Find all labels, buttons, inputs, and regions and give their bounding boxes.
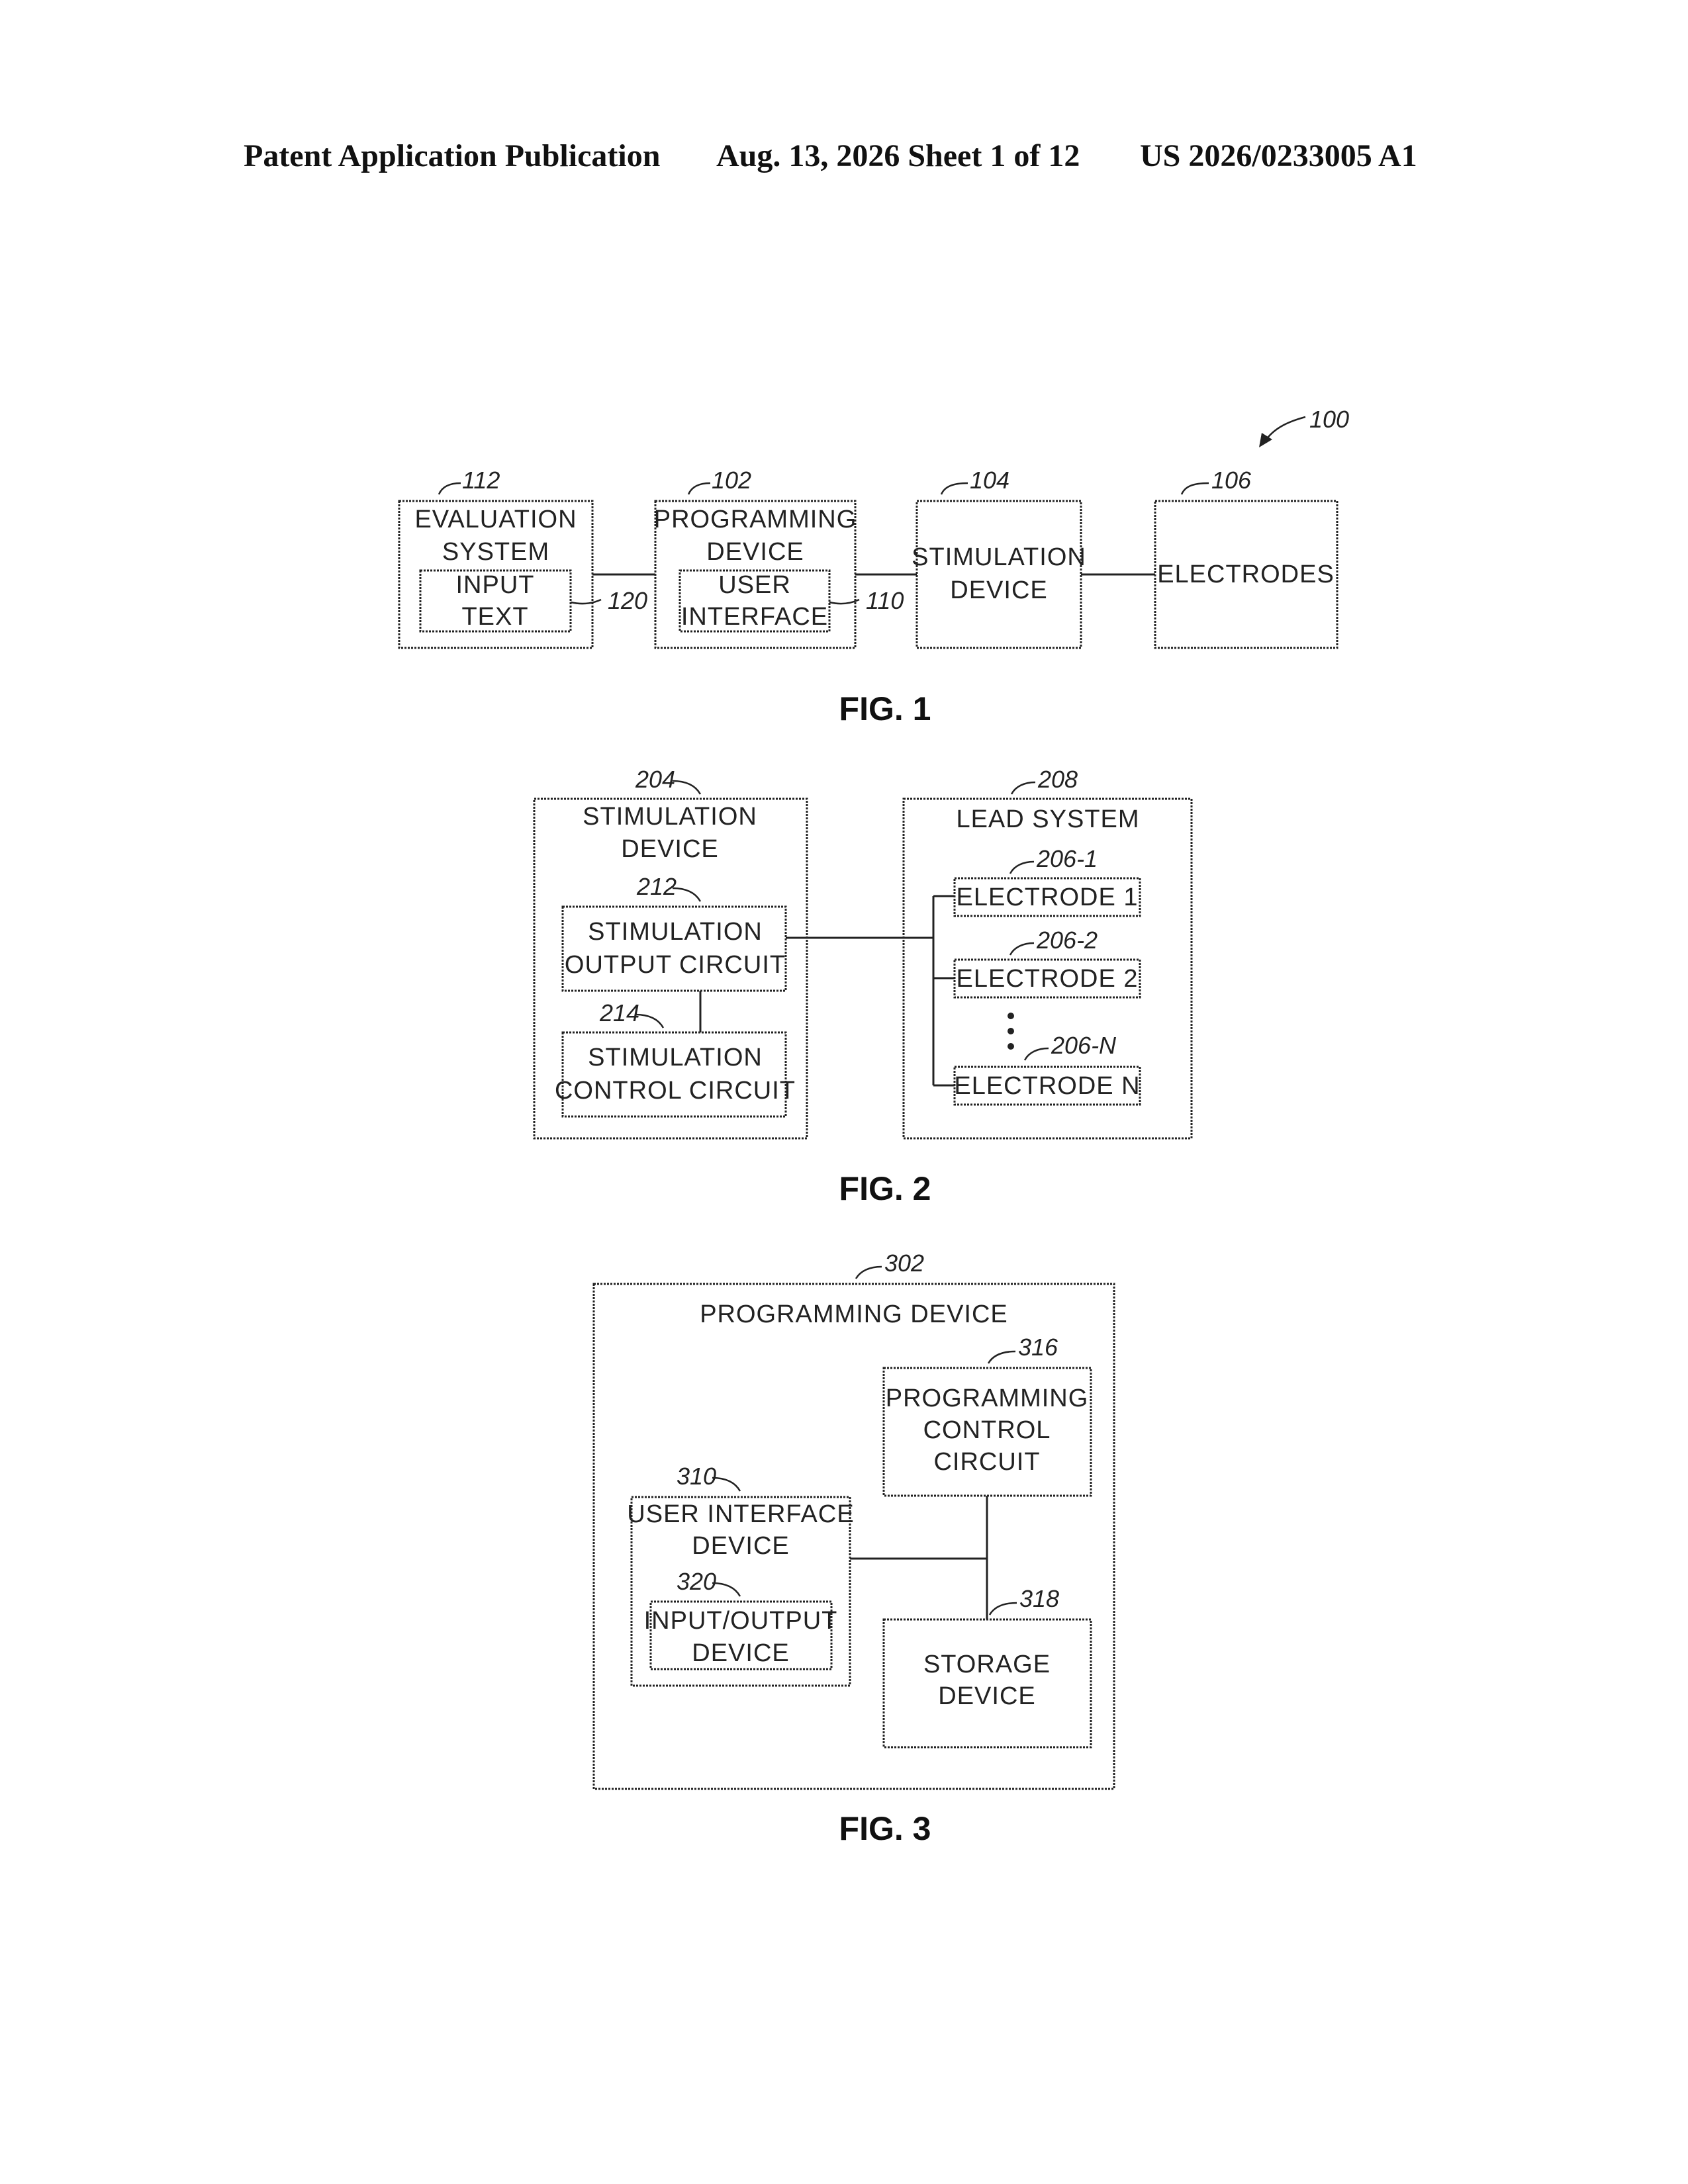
- fig3-caption: FIG. 3: [839, 1810, 931, 1847]
- evaluation-system-label-1: EVALUATION: [414, 506, 577, 533]
- ref-320: 320: [677, 1568, 716, 1595]
- ref-100-arrow: [1264, 417, 1305, 442]
- ref-106: 106: [1211, 467, 1252, 494]
- stimulation-control-circuit-label-1: STIMULATION: [588, 1044, 763, 1071]
- stimulation-device-box: [917, 501, 1081, 648]
- input-output-device-label-2: DEVICE: [692, 1639, 789, 1667]
- fig3-programming-device-label: PROGRAMMING DEVICE: [700, 1300, 1008, 1328]
- ref-104: 104: [970, 467, 1009, 494]
- ref-208-leader: [1011, 782, 1035, 794]
- lead-system-label: LEAD SYSTEM: [956, 805, 1139, 833]
- ref-112-leader: [439, 483, 461, 494]
- storage-device-label-2: DEVICE: [938, 1682, 1035, 1710]
- ref-204-leader: [673, 781, 700, 794]
- fig1-caption: FIG. 1: [839, 690, 931, 727]
- stimulation-control-circuit-label-2: CONTROL CIRCUIT: [555, 1077, 796, 1105]
- stimulation-output-circuit-label-1: STIMULATION: [588, 918, 763, 946]
- ref-302-leader: [856, 1267, 882, 1279]
- ref-206-2-leader: [1010, 943, 1034, 955]
- programming-control-circuit-label-1: PROGRAMMING: [886, 1385, 1089, 1412]
- ref-206-1: 206-1: [1036, 845, 1098, 872]
- ref-112: 112: [462, 467, 500, 494]
- ref-120: 120: [608, 587, 647, 614]
- ref-302: 302: [884, 1250, 924, 1277]
- programming-device-label-2: DEVICE: [706, 538, 804, 566]
- ref-316-leader: [988, 1351, 1015, 1363]
- ref-214-leader: [635, 1015, 663, 1028]
- ref-212: 212: [636, 873, 677, 900]
- electrodes-label: ELECTRODES: [1157, 561, 1335, 588]
- user-interface-label-2: INTERFACE: [681, 603, 828, 631]
- fig2-stimulation-device-label-1: STIMULATION: [583, 803, 757, 831]
- ref-204: 204: [635, 766, 675, 793]
- ref-310: 310: [677, 1463, 716, 1490]
- stimulation-device-label-1: STIMULATION: [912, 543, 1086, 571]
- ellipsis-dot-1: [1008, 1013, 1014, 1019]
- fig2-stimulation-device-label-2: DEVICE: [621, 835, 718, 863]
- ref-102-leader: [688, 483, 710, 494]
- stimulation-output-circuit-label-2: OUTPUT CIRCUIT: [565, 951, 786, 979]
- ref-208: 208: [1037, 766, 1078, 793]
- ref-318: 318: [1019, 1585, 1059, 1612]
- electrode-2-label: ELECTRODE 2: [957, 965, 1139, 993]
- ref-206-n-leader: [1025, 1048, 1049, 1060]
- fig2: 204 STIMULATION DEVICE 212 STIMULATION O…: [534, 766, 1192, 1207]
- ref-214: 214: [599, 999, 639, 1026]
- input-output-device-label-1: INPUT/OUTPUT: [644, 1607, 838, 1635]
- ref-206-2: 206-2: [1036, 927, 1098, 954]
- ref-106-leader: [1182, 483, 1209, 494]
- fig2-caption: FIG. 2: [839, 1170, 931, 1207]
- ref-206-1-leader: [1010, 862, 1034, 874]
- ellipsis-dot-2: [1008, 1028, 1014, 1034]
- ref-110: 110: [866, 587, 904, 614]
- ref-104-leader: [941, 483, 968, 494]
- ref-320-leader: [712, 1583, 740, 1596]
- programming-control-circuit-label-2: CONTROL: [923, 1416, 1051, 1444]
- fig1: 100 112 EVALUATION SYSTEM INPUT TEXT 120…: [399, 406, 1349, 727]
- ref-100: 100: [1309, 406, 1349, 433]
- fig3: 302 PROGRAMMING DEVICE 316 PROGRAMMING C…: [594, 1250, 1114, 1847]
- user-interface-label-1: USER: [718, 571, 791, 599]
- electrode-n-label: ELECTRODE N: [954, 1072, 1140, 1100]
- stimulation-device-label-2: DEVICE: [950, 576, 1047, 604]
- input-text-label-2: TEXT: [461, 603, 528, 631]
- input-text-label-1: INPUT: [456, 571, 535, 599]
- ref-102: 102: [712, 467, 751, 494]
- ref-310-leader: [712, 1478, 740, 1491]
- electrode-1-label: ELECTRODE 1: [957, 884, 1139, 911]
- programming-device-label-1: PROGRAMMING: [654, 506, 857, 533]
- ref-120-leader: [571, 600, 601, 604]
- storage-device-label-1: STORAGE: [923, 1651, 1051, 1678]
- ref-316: 316: [1018, 1334, 1058, 1361]
- ref-212-leader: [673, 888, 700, 901]
- user-interface-device-label-2: DEVICE: [692, 1532, 789, 1560]
- user-interface-device-label-1: USER INTERFACE: [627, 1500, 854, 1528]
- ref-318-leader: [990, 1603, 1017, 1615]
- evaluation-system-label-2: SYSTEM: [442, 538, 549, 566]
- ellipsis-dot-3: [1008, 1043, 1014, 1050]
- ref-206-n: 206-N: [1051, 1032, 1117, 1059]
- programming-control-circuit-label-3: CIRCUIT: [933, 1448, 1040, 1476]
